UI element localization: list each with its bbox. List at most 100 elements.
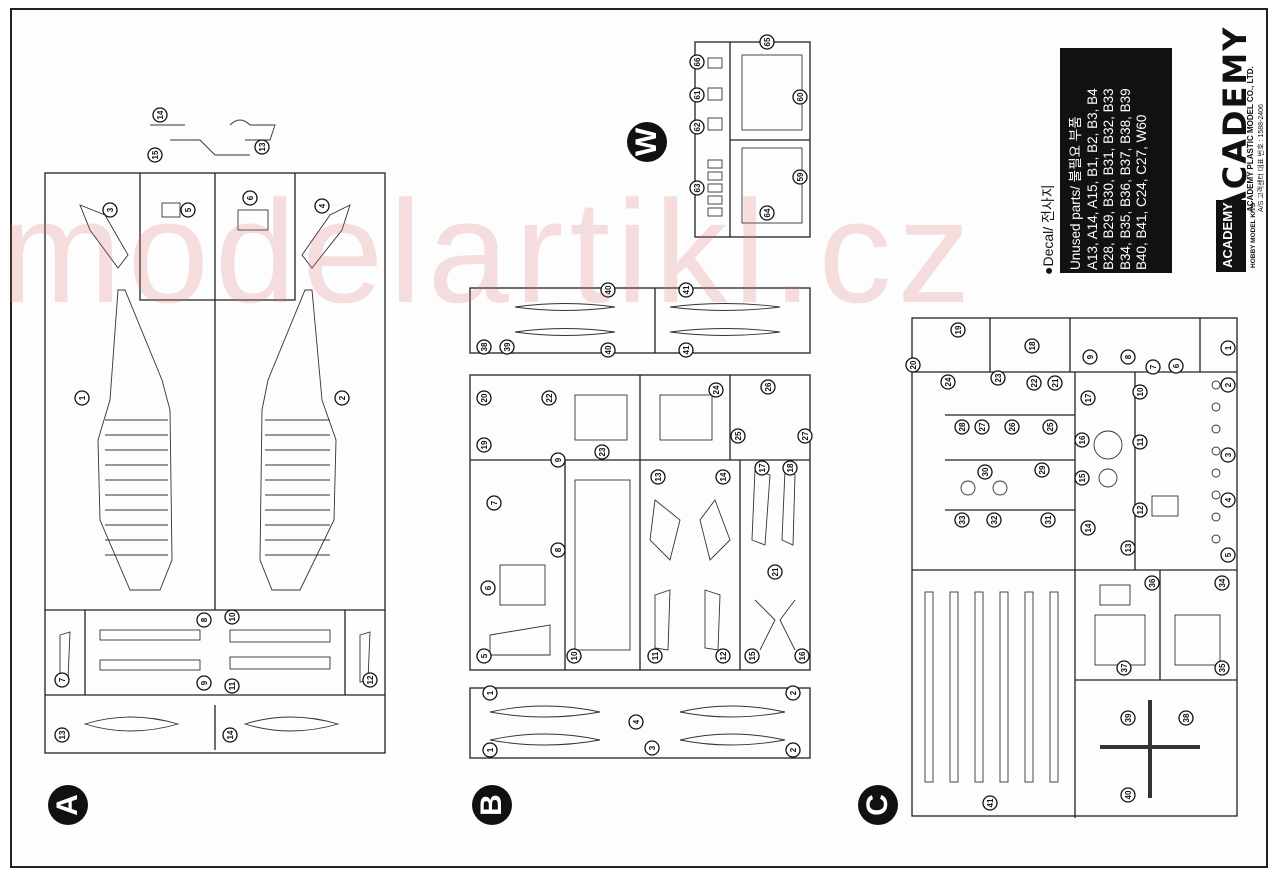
part-w62 bbox=[707, 117, 723, 131]
part-number: 2 bbox=[1224, 382, 1233, 387]
part-number-ring bbox=[1132, 384, 1148, 400]
part-number: 23 bbox=[994, 373, 1003, 382]
part-b1-tanks bbox=[489, 705, 601, 746]
part-number-ring bbox=[486, 495, 502, 511]
part-number: 7 bbox=[58, 677, 67, 682]
part-number: 15 bbox=[1078, 473, 1087, 482]
rotor-blade-41 bbox=[1024, 591, 1034, 783]
part-number-ring bbox=[954, 419, 970, 435]
rotor-blade-41 bbox=[924, 591, 934, 783]
part-number: 9 bbox=[1086, 354, 1095, 359]
part-number-ring bbox=[678, 342, 694, 358]
part-a5 bbox=[161, 202, 181, 218]
part-b6 bbox=[499, 564, 546, 606]
sprue-a-runners bbox=[84, 610, 346, 750]
part-number: 11 bbox=[651, 651, 660, 660]
part-number-ring bbox=[689, 87, 705, 103]
part-number-ring bbox=[1214, 660, 1230, 676]
part-number: 13 bbox=[258, 142, 267, 151]
part-c-washer bbox=[1211, 468, 1221, 478]
part-a13 bbox=[83, 716, 180, 732]
part-number-ring bbox=[254, 139, 270, 155]
part-b2-tanks bbox=[679, 705, 786, 746]
part-number-ring bbox=[990, 370, 1006, 386]
company-name: ACADEMY PLASTIC MODEL CO., LTD. bbox=[1246, 66, 1255, 212]
part-c30b bbox=[992, 480, 1008, 496]
part-number: 41 bbox=[682, 285, 691, 294]
part-number: 22 bbox=[545, 393, 554, 402]
part-number: 15 bbox=[151, 150, 160, 159]
part-number: 24 bbox=[944, 377, 953, 386]
part-number: 18 bbox=[1028, 341, 1037, 350]
part-a10 bbox=[229, 629, 331, 643]
sprue-letter-w: W bbox=[627, 122, 667, 162]
part-number: 18 bbox=[786, 463, 795, 472]
part-number: 27 bbox=[801, 431, 810, 440]
part-number-ring bbox=[196, 675, 212, 691]
part-number: 3 bbox=[106, 207, 115, 212]
part-c-washer bbox=[1211, 402, 1221, 412]
customer-service-line: A/S 고객센터 대표 번호 : 1588-2406 bbox=[1258, 104, 1265, 212]
unused-parts-line: B40, B41, C24, C27, W60 bbox=[1134, 114, 1149, 270]
part-b10-floor bbox=[574, 479, 631, 651]
part-number-ring bbox=[754, 460, 770, 476]
part-number-ring bbox=[152, 107, 168, 123]
part-number-ring bbox=[499, 339, 515, 355]
part-number-ring bbox=[974, 419, 990, 435]
part-number: 40 bbox=[604, 285, 613, 294]
part-c30a bbox=[960, 480, 976, 496]
part-number-ring bbox=[792, 89, 808, 105]
part-number-ring bbox=[242, 190, 258, 206]
part-number: 38 bbox=[480, 342, 489, 351]
part-number-ring bbox=[550, 452, 566, 468]
part-c15 bbox=[1098, 468, 1118, 488]
part-number: 39 bbox=[503, 342, 512, 351]
part-number-ring bbox=[1220, 340, 1236, 356]
part-w60 bbox=[741, 54, 803, 131]
part-c37 bbox=[1094, 614, 1146, 666]
part-a3 bbox=[79, 204, 129, 269]
part-number-ring bbox=[600, 282, 616, 298]
sprue-b-bottom-frame bbox=[469, 687, 811, 759]
unused-parts-text: Unused parts/ 불필요 부품 A13, A14, A15, B1, … bbox=[1068, 50, 1151, 270]
sprue-w-runners bbox=[729, 42, 810, 237]
part-number: 13 bbox=[1124, 543, 1133, 552]
part-number: 25 bbox=[734, 431, 743, 440]
part-number-ring bbox=[785, 742, 801, 758]
part-number: 28 bbox=[958, 422, 967, 431]
part-number: 16 bbox=[798, 651, 807, 660]
part-number-ring bbox=[950, 322, 966, 338]
part-number-ring bbox=[1120, 349, 1136, 365]
part-w66 bbox=[707, 57, 723, 69]
part-number-ring bbox=[1132, 434, 1148, 450]
part-number-ring bbox=[566, 648, 582, 664]
part-number: 4 bbox=[1224, 497, 1233, 502]
part-number: 15 bbox=[748, 651, 757, 660]
part-number: 25 bbox=[1046, 422, 1055, 431]
part-number-ring bbox=[689, 119, 705, 135]
part-number: 24 bbox=[712, 385, 721, 394]
part-number: 12 bbox=[1136, 505, 1145, 514]
part-w61 bbox=[707, 87, 723, 101]
part-number: 2 bbox=[338, 395, 347, 400]
part-number: 10 bbox=[1136, 387, 1145, 396]
part-number-ring bbox=[594, 444, 610, 460]
small-logo-text: ACADEMY bbox=[1220, 202, 1235, 268]
part-number-ring bbox=[760, 379, 776, 395]
part-number: 33 bbox=[958, 515, 967, 524]
part-w63 bbox=[707, 183, 723, 193]
part-number-ring bbox=[362, 672, 378, 688]
part-c-washer bbox=[1211, 424, 1221, 434]
unused-parts-line: B28, B29, B30, B31, B32, B33 bbox=[1101, 88, 1116, 270]
part-a9 bbox=[99, 659, 201, 671]
main-rotor-40 bbox=[1100, 700, 1200, 798]
part-number-ring bbox=[940, 374, 956, 390]
part-number-ring bbox=[1042, 419, 1058, 435]
part-c-washer bbox=[1211, 490, 1221, 500]
part-number: 1 bbox=[486, 690, 495, 695]
part-number-ring bbox=[476, 339, 492, 355]
part-number-ring bbox=[1047, 375, 1063, 391]
part-number: 62 bbox=[693, 122, 702, 131]
part-number: 41 bbox=[986, 798, 995, 807]
part-number-ring bbox=[1074, 432, 1090, 448]
